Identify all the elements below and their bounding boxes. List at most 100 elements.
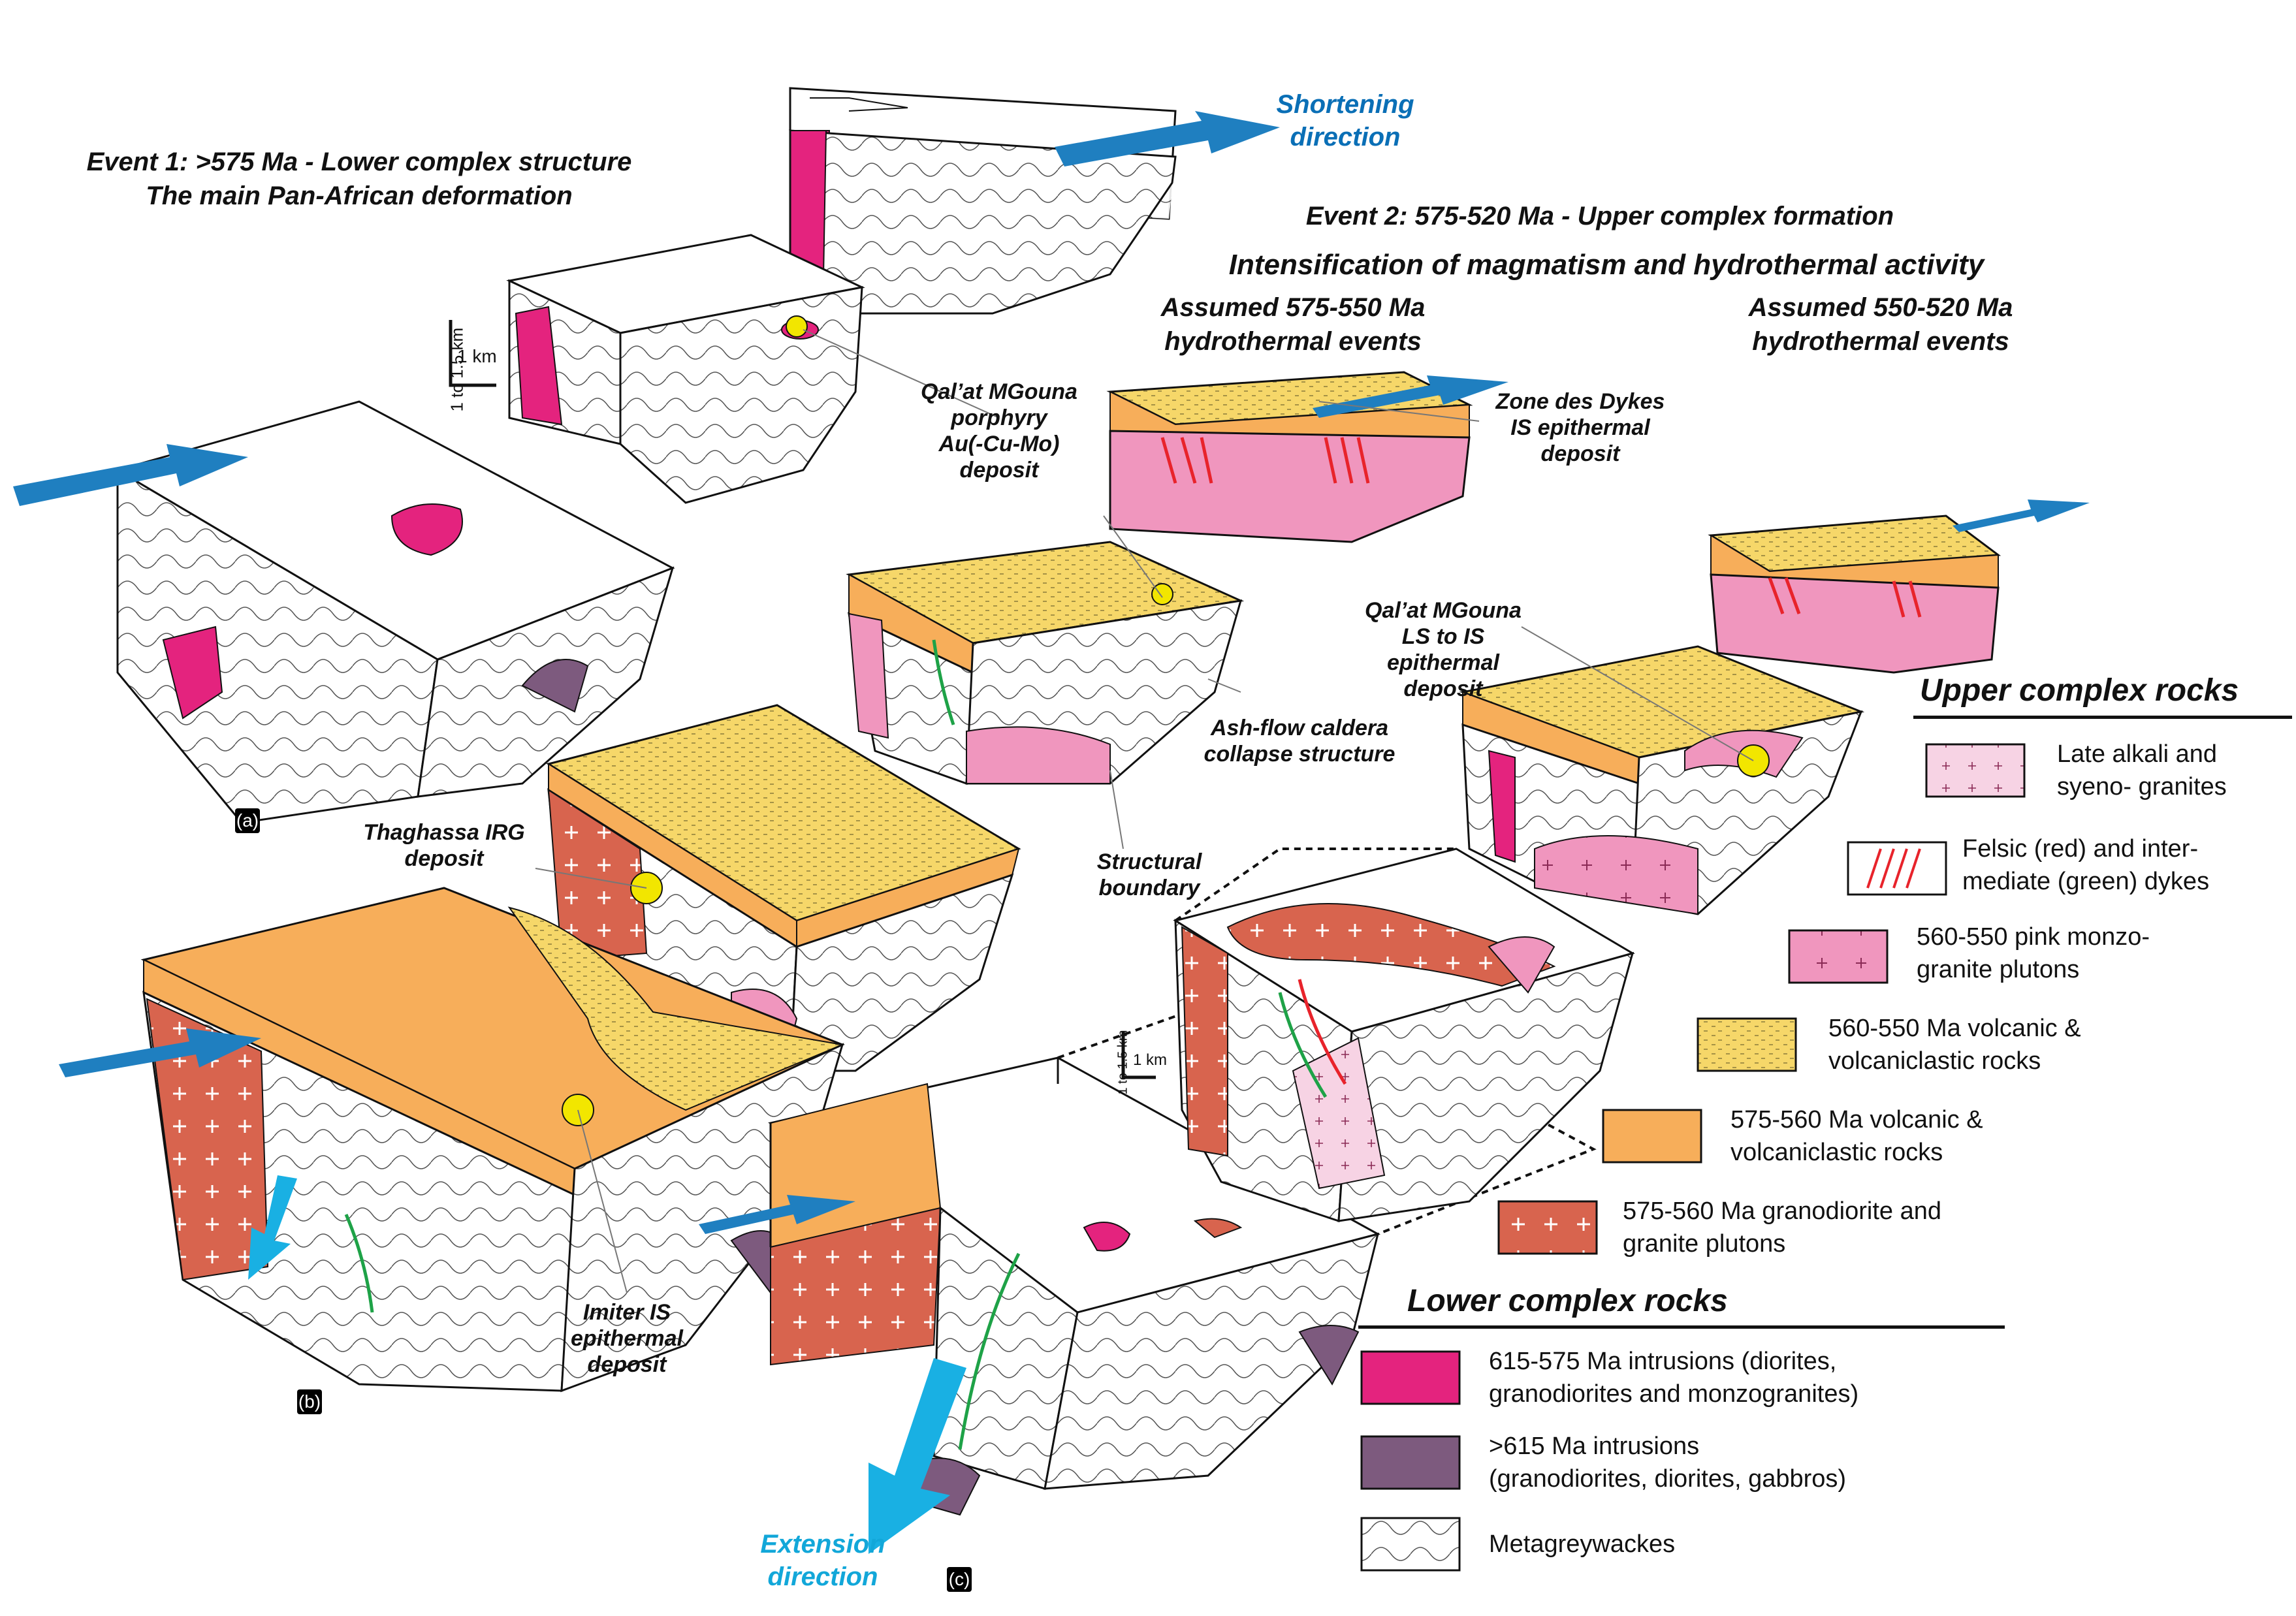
scale-horizontal-label-2: 1 km (1133, 1051, 1168, 1069)
legend-item-615-575-intrusions: 615-575 Ma intrusions (diorites, granodi… (1489, 1345, 1858, 1410)
label-imiter-line1: Imiter IS (582, 1300, 671, 1325)
legend-item-5-line1: 575-560 Ma granodiorite and (1623, 1197, 1942, 1225)
label-ash-flow-caldera: Ash-flow caldera collapse structure (1175, 715, 1424, 767)
label-qalat-porphyry-line2: porphyry (951, 405, 1047, 430)
legend-item-4-line2: volcaniclastic rocks (1730, 1139, 1943, 1166)
label-zone-dykes-line1: Zone des Dykes (1495, 389, 1665, 414)
legend-item-1-line2: mediate (green) dykes (1962, 868, 2210, 895)
legend-item-5-line2: granite plutons (1623, 1230, 1786, 1258)
event1-title: Event 1: >575 Ma - Lower complex structu… (46, 145, 673, 213)
legend-item-2-line2: granite plutons (1917, 956, 2080, 983)
extension-label: Extension direction (725, 1528, 921, 1593)
legend-item-pink-monzogranite: 560-550 pink monzo- granite plutons (1917, 921, 2150, 986)
label-qalat-ls-line2: LS to IS (1401, 624, 1485, 649)
label-qalat-porphyry: Qal’at MGouna porphyry Au(-Cu-Mo) deposi… (888, 379, 1110, 483)
legend-item-3-line2: volcaniclastic rocks (1828, 1047, 2041, 1075)
label-qalat-ls-line3: epithermal (1387, 650, 1499, 675)
legend-item-0-line1: Late alkali and (2057, 740, 2218, 768)
extension-arrow-b (248, 1175, 297, 1280)
event2-col-right-line2: hydrothermal events (1752, 327, 2009, 356)
deposit-marker-qalat-porphyry (1151, 583, 1173, 605)
extension-arrow-c (869, 1358, 966, 1554)
label-imiter-line2: epithermal (571, 1326, 683, 1351)
event2-col-left-line2: hydrothermal events (1164, 327, 1422, 356)
panel-label-b: (b) (297, 1389, 322, 1414)
label-caldera-line1: Ash-flow caldera (1210, 716, 1389, 740)
label-caldera-line2: collapse structure (1204, 742, 1395, 767)
shortening-arrow-top (1055, 111, 1280, 166)
legend-item-dykes: Felsic (red) and inter- mediate (green) … (1962, 832, 2209, 898)
legend-item-7-line2: (granodiorites, diorites, gabbros) (1489, 1465, 1847, 1493)
legend-upper-rule (1913, 716, 2292, 719)
event2-subtitle: Intensification of magmatism and hydroth… (1228, 249, 1985, 281)
block-caldera (846, 541, 1245, 785)
legend-lower-heading: Lower complex rocks (1407, 1284, 1728, 1318)
shortening-arrow-b (59, 1028, 261, 1077)
event2-column-right: Assumed 550-520 Ma hydrothermal events (1698, 291, 2064, 358)
label-structural-boundary: Structural boundary (1051, 849, 1247, 901)
legend-item-8-line1: Metagreywackes (1489, 1530, 1676, 1558)
label-imiter-line3: deposit (587, 1352, 667, 1377)
shortening-arrow-a (13, 444, 248, 506)
legend-item-6-line1: 615-575 Ma intrusions (diorites, (1489, 1348, 1837, 1375)
label-zone-dykes-line3: deposit (1540, 441, 1620, 466)
event2-column-left: Assumed 575-550 Ma hydrothermal events (1110, 291, 1476, 358)
block-panel-c (768, 977, 1597, 1516)
legend-item-615-intrusions: >615 Ma intrusions (granodiorites, diori… (1489, 1430, 1846, 1495)
event2-col-left-line1: Assumed 575-550 Ma (1160, 293, 1426, 322)
event1-title-line1: Event 1: >575 Ma - Lower complex structu… (86, 148, 632, 176)
block-top-right (1708, 515, 2001, 674)
label-thaghassa: Thaghassa IRG deposit (340, 819, 549, 872)
event1-title-line2: The main Pan-African deformation (146, 182, 573, 210)
label-imiter: Imiter IS epithermal deposit (529, 1299, 725, 1378)
block-thaghassa (546, 704, 1021, 1073)
legend-item-0-line2: syeno- granites (2057, 773, 2227, 800)
block-event1-middle (506, 234, 865, 504)
shortening-line1: Shortening (1276, 90, 1414, 119)
extension-line1: Extension (760, 1530, 885, 1559)
block-zone-des-dykes (1106, 371, 1473, 543)
shortening-arrow-right (1953, 499, 2090, 532)
panel-label-c: (c) (947, 1567, 972, 1592)
block-right-dashed (1173, 848, 1635, 1223)
label-thaghassa-line2: deposit (404, 846, 484, 871)
legend-item-alkali-granites: Late alkali and syeno- granites (2057, 738, 2227, 803)
legend-item-7-line1: >615 Ma intrusions (1489, 1433, 1700, 1460)
leader-lines (535, 329, 1754, 1293)
event2-title: Event 2: 575-520 Ma - Upper complex form… (1305, 202, 1894, 230)
label-qalat-porphyry-line4: deposit (959, 458, 1039, 483)
legend-lower-rule (1358, 1325, 2005, 1329)
shortening-line2: direction (1290, 123, 1401, 151)
deposit-marker-qalat-top (786, 315, 808, 338)
panel-label-a: (a) (235, 808, 260, 833)
extension-arrows (248, 1175, 966, 1554)
label-qalat-ls-line1: Qal’at MGouna (1365, 598, 1522, 623)
block-qalat-ls (1459, 645, 1865, 915)
label-boundary-line2: boundary (1098, 876, 1200, 900)
legend-upper-heading: Upper complex rocks (1920, 673, 2239, 708)
label-qalat-porphyry-line1: Qal’at MGouna (921, 379, 1077, 404)
legend-item-3-line1: 560-550 Ma volcanic & (1828, 1015, 2081, 1042)
scale-bars (449, 320, 1156, 1079)
legend-item-4-line1: 575-560 Ma volcanic & (1730, 1106, 1983, 1133)
legend-item-560-volcanic: 560-550 Ma volcanic & volcaniclastic roc… (1828, 1012, 2081, 1077)
label-qalat-ls-line4: deposit (1403, 676, 1483, 701)
scale-horizontal-label: 1 km (457, 346, 497, 366)
scale-vertical-label-2: 1 to 1.5 km (1115, 1030, 1130, 1095)
label-thaghassa-line1: Thaghassa IRG (363, 820, 525, 845)
label-boundary-line1: Structural (1096, 849, 1202, 874)
label-qalat-ls: Qal’at MGouna LS to IS epithermal deposi… (1339, 597, 1548, 702)
legend-item-metagreywackes: Metagreywackes (1489, 1528, 1675, 1561)
legend-swatches (1360, 743, 2026, 1572)
event2-col-right-line1: Assumed 550-520 Ma (1748, 293, 2013, 322)
legend-item-2-line1: 560-550 pink monzo- (1917, 923, 2150, 951)
block-panel-a (115, 400, 675, 824)
legend-item-575-volcanic: 575-560 Ma volcanic & volcaniclastic roc… (1730, 1103, 1983, 1169)
shortening-label: Shortening direction (1228, 88, 1463, 153)
legend-item-575-granodiorite: 575-560 Ma granodiorite and granite plut… (1623, 1195, 1941, 1260)
label-zone-dykes-line2: IS epithermal (1510, 415, 1650, 440)
label-qalat-porphyry-line3: Au(-Cu-Mo) (938, 432, 1060, 456)
label-zone-des-dykes: Zone des Dykes IS epithermal deposit (1469, 388, 1691, 467)
legend-item-1-line1: Felsic (red) and inter- (1962, 835, 2199, 863)
